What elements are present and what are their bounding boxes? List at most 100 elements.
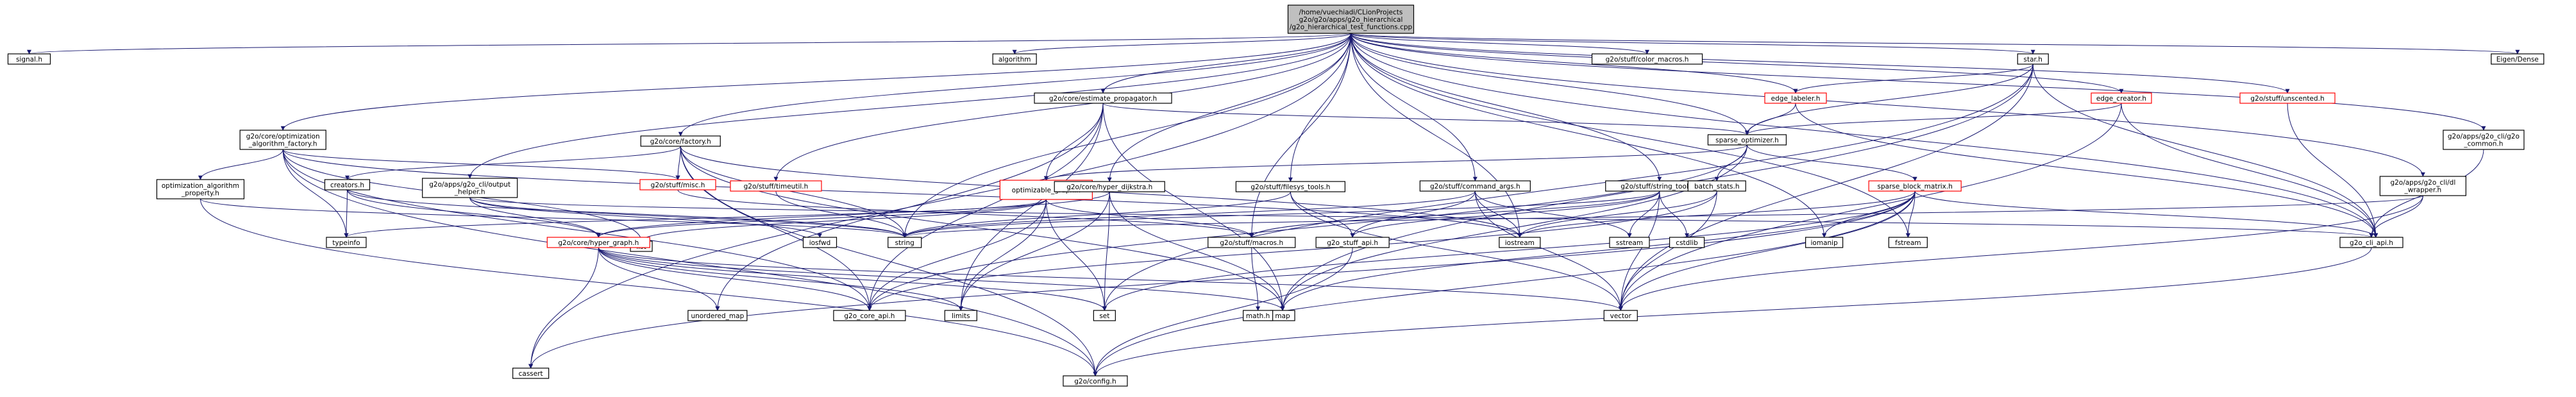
edge-sparse_block_matrix-to-eigen_core [1914,190,2378,238]
edge-hyper_graph-to-g2o_core_api [598,247,872,311]
node-opt-property[interactable]: optimization_algorithm_property.h [156,179,245,199]
node-box [1888,237,1928,248]
node-hyper-graph[interactable]: g2o/core/hyper_graph.h [546,237,650,248]
node-factory[interactable]: g2o/core/factory.h [640,135,721,147]
node-box [2491,53,2545,65]
node-label: g2o/stuff/color_macros.h [1606,56,1689,63]
node-iosfwd[interactable]: iosfwd [802,237,838,248]
node-label: sstream [1616,239,1643,247]
node-batch-stats[interactable]: batch_stats.h [1687,180,1746,192]
edge-star-to-sparse_optimizer [1745,63,2033,135]
node-eigen-dense[interactable]: Eigen/Dense [2491,53,2545,65]
node-signal[interactable]: signal.h [7,53,51,65]
node-limits[interactable]: limits [944,310,977,321]
node-vector[interactable]: vector [1603,310,1638,321]
edge-root-to-iostream [1351,33,1522,238]
node-cli-dl-wrapper[interactable]: g2o/apps/g2o_cli/dl_wrapper.h [2379,176,2466,196]
edge-opt_factory-to-opt_property [198,149,283,180]
node-misc[interactable]: g2o/stuff/misc.h [639,179,716,190]
node-algorithm[interactable]: algorithm [992,53,1037,65]
node-box [1591,53,1703,65]
edge-command_args-to-vector [1474,190,1623,311]
node-g2o-cli-common[interactable]: g2o/apps/g2o_cli/g2o_common.h [2443,130,2525,150]
node-string[interactable]: string [888,237,922,248]
node-set[interactable]: set [1093,310,1116,321]
edge-hyper_dijkstra-to-hyper_graph [596,191,1110,238]
node-iomanip[interactable]: iomanip [1805,237,1844,248]
node-label: g2o/stuff/timeutil.h [744,183,809,190]
edge-sparse_block_matrix-to-iostream [1517,190,1915,238]
edge-creators-to-string [346,189,907,238]
node-g2o-stuff-api[interactable]: g2o_stuff_api.h [1315,237,1390,248]
node-label: g2o/apps/g2o_cli/dl [2390,179,2455,187]
node-label: g2o/stuff/command_args.h [1430,183,1520,190]
edge-root-to-algorithm [1012,33,1351,55]
node-box [640,135,721,147]
node-box [1609,237,1650,248]
node-cstdlib[interactable]: cstdlib [1669,237,1705,248]
node-fstream[interactable]: fstream [1888,237,1928,248]
node-box [1093,310,1116,321]
node-edge-labeler[interactable]: edge_labeler.h [1764,92,1827,104]
edge-output_helper-to-string [469,197,907,238]
node-label: edge_labeler.h [1771,95,1821,103]
node-iostream[interactable]: iostream [1499,237,1541,248]
node-unscented[interactable]: g2o/stuff/unscented.h [2239,92,2336,104]
node-box [1208,237,1296,248]
edge-optimizable_graph-to-g2o_core_api [867,199,1047,311]
node-box [1034,92,1172,104]
node-box [1235,181,1346,192]
edge-star-to-vector [1618,63,2033,311]
node-typeinfo[interactable]: typeinfo [326,237,367,248]
edge-filesys_tools-to-string [902,191,1291,238]
node-command-args[interactable]: g2o/stuff/command_args.h [1419,180,1531,192]
edge-g2o_stuff_api-to-g2o_config [1093,247,1353,376]
node-label: g2o/g2o/apps/g2o_hierarchical [1299,16,1403,24]
node-cassert[interactable]: cassert [512,367,550,379]
node-macros[interactable]: g2o/stuff/macros.h [1208,237,1296,248]
node-unordered-map[interactable]: unordered_map [687,310,748,321]
node-box [833,310,906,321]
node-sparse-block-matrix[interactable]: sparse_block_matrix.h [1868,180,1962,192]
node-sstream[interactable]: sstream [1609,237,1650,248]
node-edge-creator[interactable]: edge_creator.h [2091,92,2152,104]
node-root[interactable]: /home/vuechiadi/CLionProjectsg2o/g2o/app… [1287,4,1415,34]
node-label: map [1275,312,1290,320]
edge-root-to-edge_creator [1351,33,2124,94]
node-box [1868,180,1962,192]
edge-factory-to-creators [345,146,681,180]
node-box [1063,375,1128,387]
node-box [239,130,326,150]
edge-factory-to-string [680,146,907,238]
edge-edge_creator-to-sparse_optimizer [1745,103,2122,135]
node-star[interactable]: star.h [2017,53,2049,65]
node-sparse-optimizer[interactable]: sparse_optimizer.h [1707,134,1787,146]
node-box [1243,310,1274,321]
edge-string_tools-to-vector [1618,190,1660,311]
node-color-macros[interactable]: g2o/stuff/color_macros.h [1591,53,1703,65]
node-g2o-cli-api[interactable]: g2o_cli_api.h [2339,237,2403,248]
node-box [944,310,977,321]
node-string-tools[interactable]: g2o/stuff/string_tools.h [1605,180,1714,192]
node-g2o-config[interactable]: g2o/config.h [1063,375,1128,387]
node-creators[interactable]: creators.h [324,179,371,190]
edge-root-to-star [1351,33,2035,55]
node-box [2443,130,2525,150]
node-timeutil[interactable]: g2o/stuff/timeutil.h [730,180,822,192]
node-filesys-tools[interactable]: g2o/stuff/filesys_tools.h [1235,181,1346,192]
node-math[interactable]: math.h [1243,310,1274,321]
node-label: creators.h [330,182,364,189]
node-map[interactable]: map [1270,310,1295,321]
node-output-helper[interactable]: g2o/apps/g2o_cli/output_helper.h [422,178,518,198]
node-box [326,237,367,248]
node-g2o-core-api[interactable]: g2o_core_api.h [833,310,906,321]
edge-root-to-cassert [528,33,1351,369]
node-box [1687,180,1746,192]
node-label: unordered_map [691,312,744,320]
node-hyper-dijkstra[interactable]: g2o/core/hyper_dijkstra.h [1054,181,1165,192]
node-label: iomanip [1811,239,1839,247]
edge-star-to-eigen_core [2032,63,2378,238]
node-opt-factory[interactable]: g2o/core/optimization_algorithm_factory.… [239,130,326,150]
node-estimate-propagator[interactable]: g2o/core/estimate_propagator.h [1034,92,1172,104]
node-box [2339,237,2403,248]
